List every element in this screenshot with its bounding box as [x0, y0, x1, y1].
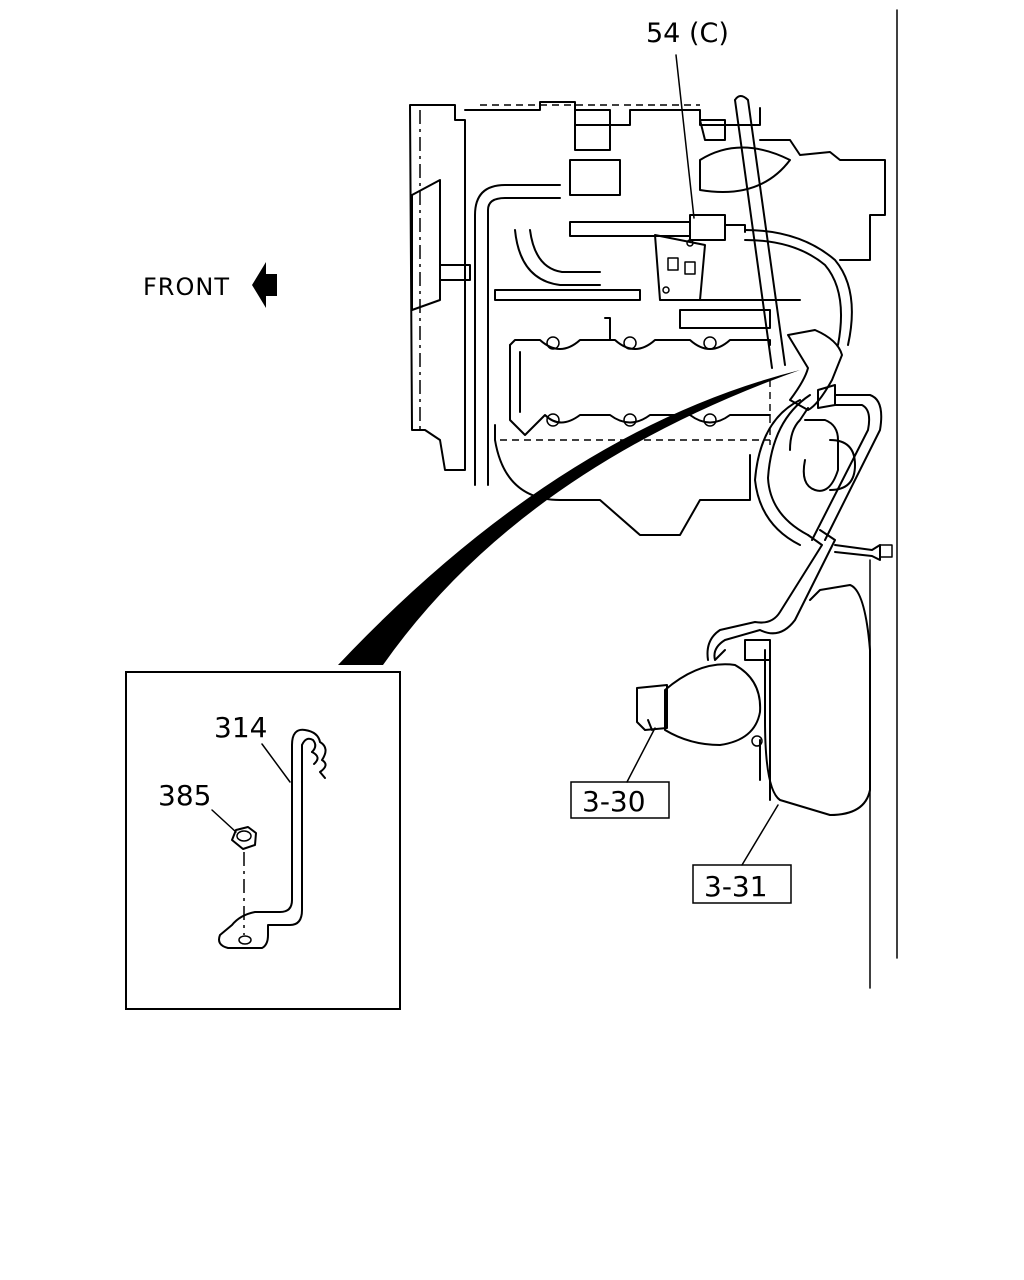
leader-3-30 [626, 727, 656, 783]
detail-inset: 314 385 [125, 671, 401, 1010]
callout-3-30: 3-30 [582, 785, 646, 818]
engine-assembly [409, 95, 893, 661]
front-label: FRONT [143, 273, 230, 301]
leader-54c [675, 54, 695, 219]
leader-385 [211, 809, 237, 833]
callout-54c: 54 (C) [646, 18, 729, 49]
callouts: 54 (C) 3-30 3-31 [570, 18, 792, 904]
frame-rail [869, 9, 898, 989]
leader-314 [261, 743, 291, 783]
leader-3-31 [741, 804, 779, 866]
front-arrow-icon [252, 262, 277, 308]
callout-385: 385 [158, 779, 211, 812]
callout-3-31: 3-31 [704, 870, 768, 903]
canister-assembly [636, 584, 871, 816]
callout-3-30-box [570, 781, 670, 819]
callout-314: 314 [214, 711, 267, 744]
detail-pointer-wedge [338, 370, 800, 665]
front-indicator: FRONT [143, 262, 277, 308]
